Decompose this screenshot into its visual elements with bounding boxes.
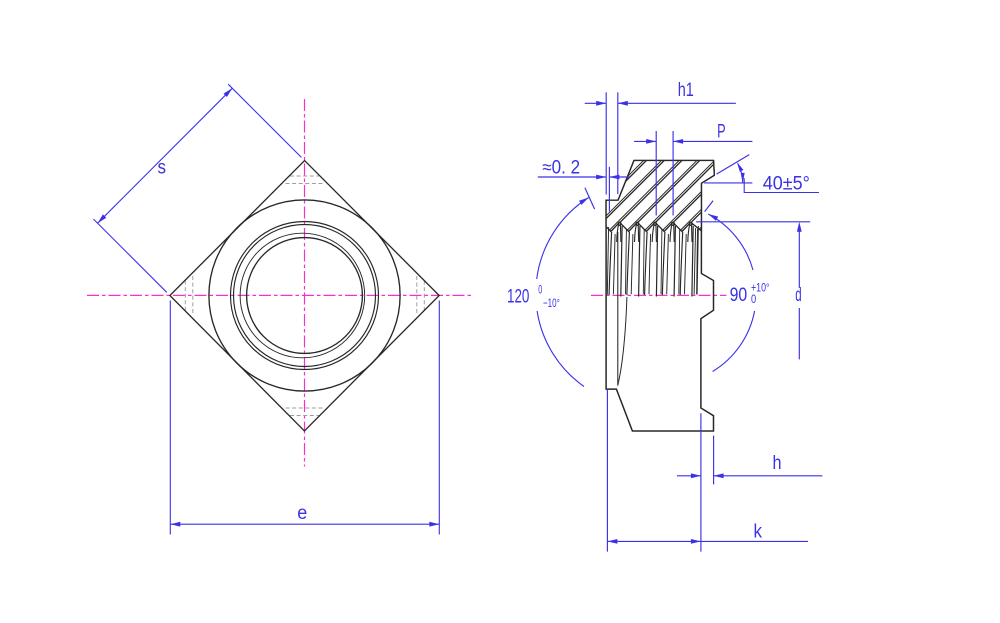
svg-text:P: P (717, 121, 726, 142)
svg-text:≈0. 2: ≈0. 2 (542, 157, 580, 178)
svg-text:s: s (158, 157, 167, 178)
svg-text:90: 90 (730, 285, 748, 306)
svg-text:e: e (297, 503, 307, 524)
svg-text:+10°: +10° (751, 281, 770, 295)
svg-text:0: 0 (538, 282, 542, 296)
svg-text:h1: h1 (678, 80, 694, 101)
svg-text:0: 0 (751, 292, 756, 306)
svg-text:k: k (754, 522, 763, 543)
svg-text:d: d (795, 285, 801, 306)
svg-text:120: 120 (507, 287, 529, 308)
svg-text:40±5°: 40±5° (763, 174, 810, 195)
svg-text:−10°: −10° (543, 296, 560, 310)
svg-text:h: h (773, 453, 782, 474)
